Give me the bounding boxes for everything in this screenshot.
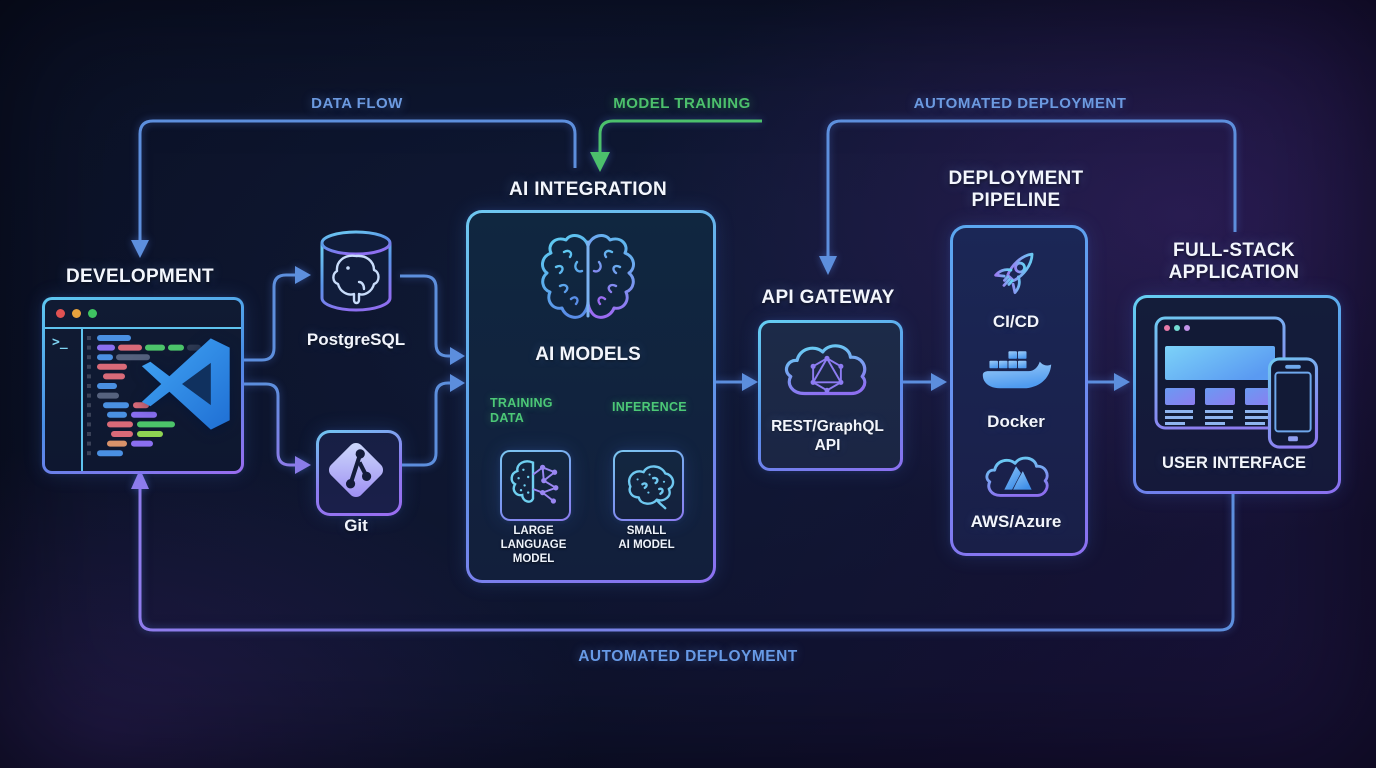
arrowhead-model-training — [590, 152, 610, 172]
graphql-cloud-icon — [784, 344, 867, 396]
aws-azure-label: AWS/Azure — [970, 512, 1062, 531]
ai-brain-icon — [540, 233, 636, 319]
traffic-light-red-icon — [56, 309, 65, 318]
api-gateway-label: REST/GraphQL API — [771, 418, 884, 454]
git-icon — [328, 442, 384, 498]
editor-sidebar: >_ — [45, 329, 83, 471]
wire-api-deploy — [899, 373, 947, 391]
automated-deployment-top-label: AUTOMATED DEPLOYMENT — [913, 95, 1127, 112]
wire-deploy-fullstack — [1084, 373, 1130, 391]
development-title: DEVELOPMENT — [66, 266, 214, 287]
full-stack-box: USER INTERFACE — [1133, 295, 1341, 494]
rocket-icon — [994, 252, 1034, 294]
small-brain-icon — [628, 465, 675, 510]
wire-dev-git — [238, 382, 311, 474]
development-box: >_ — [42, 297, 244, 474]
arrowhead-data-flow — [131, 240, 149, 258]
llm-brain-network-icon — [510, 460, 559, 504]
arrowhead-api-deploy — [931, 373, 947, 391]
small-ai-model-box — [613, 450, 684, 521]
arrowhead-dev-postgres — [295, 266, 311, 284]
postgresql-label: PostgreSQL — [306, 330, 406, 349]
traffic-light-yellow-icon — [72, 309, 81, 318]
traffic-light-green-icon — [88, 309, 97, 318]
code-lines — [87, 335, 201, 457]
wire-model-training — [590, 119, 762, 172]
arrowhead-dev-git — [295, 456, 311, 474]
model-training-label: MODEL TRAINING — [613, 95, 751, 112]
api-gateway-title: API GATEWAY — [761, 287, 895, 308]
postgresql-icon — [320, 230, 392, 312]
training-data-label: TRAINING DATA — [490, 396, 553, 425]
docker-label: Docker — [987, 412, 1045, 431]
git-label: Git — [344, 516, 368, 535]
arrowhead-automated-deployment-top — [819, 256, 837, 275]
api-gateway-box: REST/GraphQL API — [758, 320, 903, 471]
small-ai-model-label: SMALL AI MODEL — [618, 525, 675, 551]
arrowhead-git-ai — [450, 374, 465, 392]
ai-models-label: AI MODELS — [535, 344, 641, 365]
editor-titlebar — [45, 300, 241, 329]
arrowhead-deploy-fullstack — [1114, 373, 1130, 391]
ai-integration-title: AI INTEGRATION — [509, 179, 667, 200]
automated-deployment-bottom-label: AUTOMATED DEPLOYMENT — [578, 648, 798, 665]
wire-data-flow — [131, 119, 577, 258]
cicd-label: CI/CD — [992, 312, 1040, 331]
llm-box — [500, 450, 571, 521]
git-box — [316, 430, 402, 516]
vscode-logo-icon — [141, 338, 230, 430]
wire-git-ai — [398, 374, 465, 467]
wire-ai-api — [712, 373, 758, 391]
wire-dev-postgres — [238, 266, 311, 362]
wire-automated-deployment-top — [819, 119, 1237, 275]
data-flow-label: DATA FLOW — [311, 95, 403, 112]
docker-whale-icon — [982, 351, 1052, 389]
terminal-prompt: >_ — [52, 335, 68, 350]
llm-label: LARGE LANGUAGE MODEL — [500, 525, 567, 565]
arrowhead-postgres-ai — [450, 347, 465, 365]
arrowhead-automated-deployment-bottom — [131, 469, 149, 489]
deployment-pipeline-box: CI/CD Docker AWS/Azure — [950, 225, 1088, 556]
smartphone-icon — [1267, 357, 1319, 449]
deployment-pipeline-title: DEPLOYMENT PIPELINE — [948, 168, 1084, 211]
full-stack-title: FULL-STACK APPLICATION — [1168, 240, 1300, 283]
user-interface-label: USER INTERFACE — [1162, 454, 1306, 472]
wire-automated-deployment-bottom — [131, 469, 1235, 632]
cloud-azure-icon — [985, 456, 1049, 497]
arrowhead-ai-api — [742, 373, 758, 391]
inference-label: INFERENCE — [612, 400, 687, 414]
wire-postgres-ai — [400, 274, 465, 365]
